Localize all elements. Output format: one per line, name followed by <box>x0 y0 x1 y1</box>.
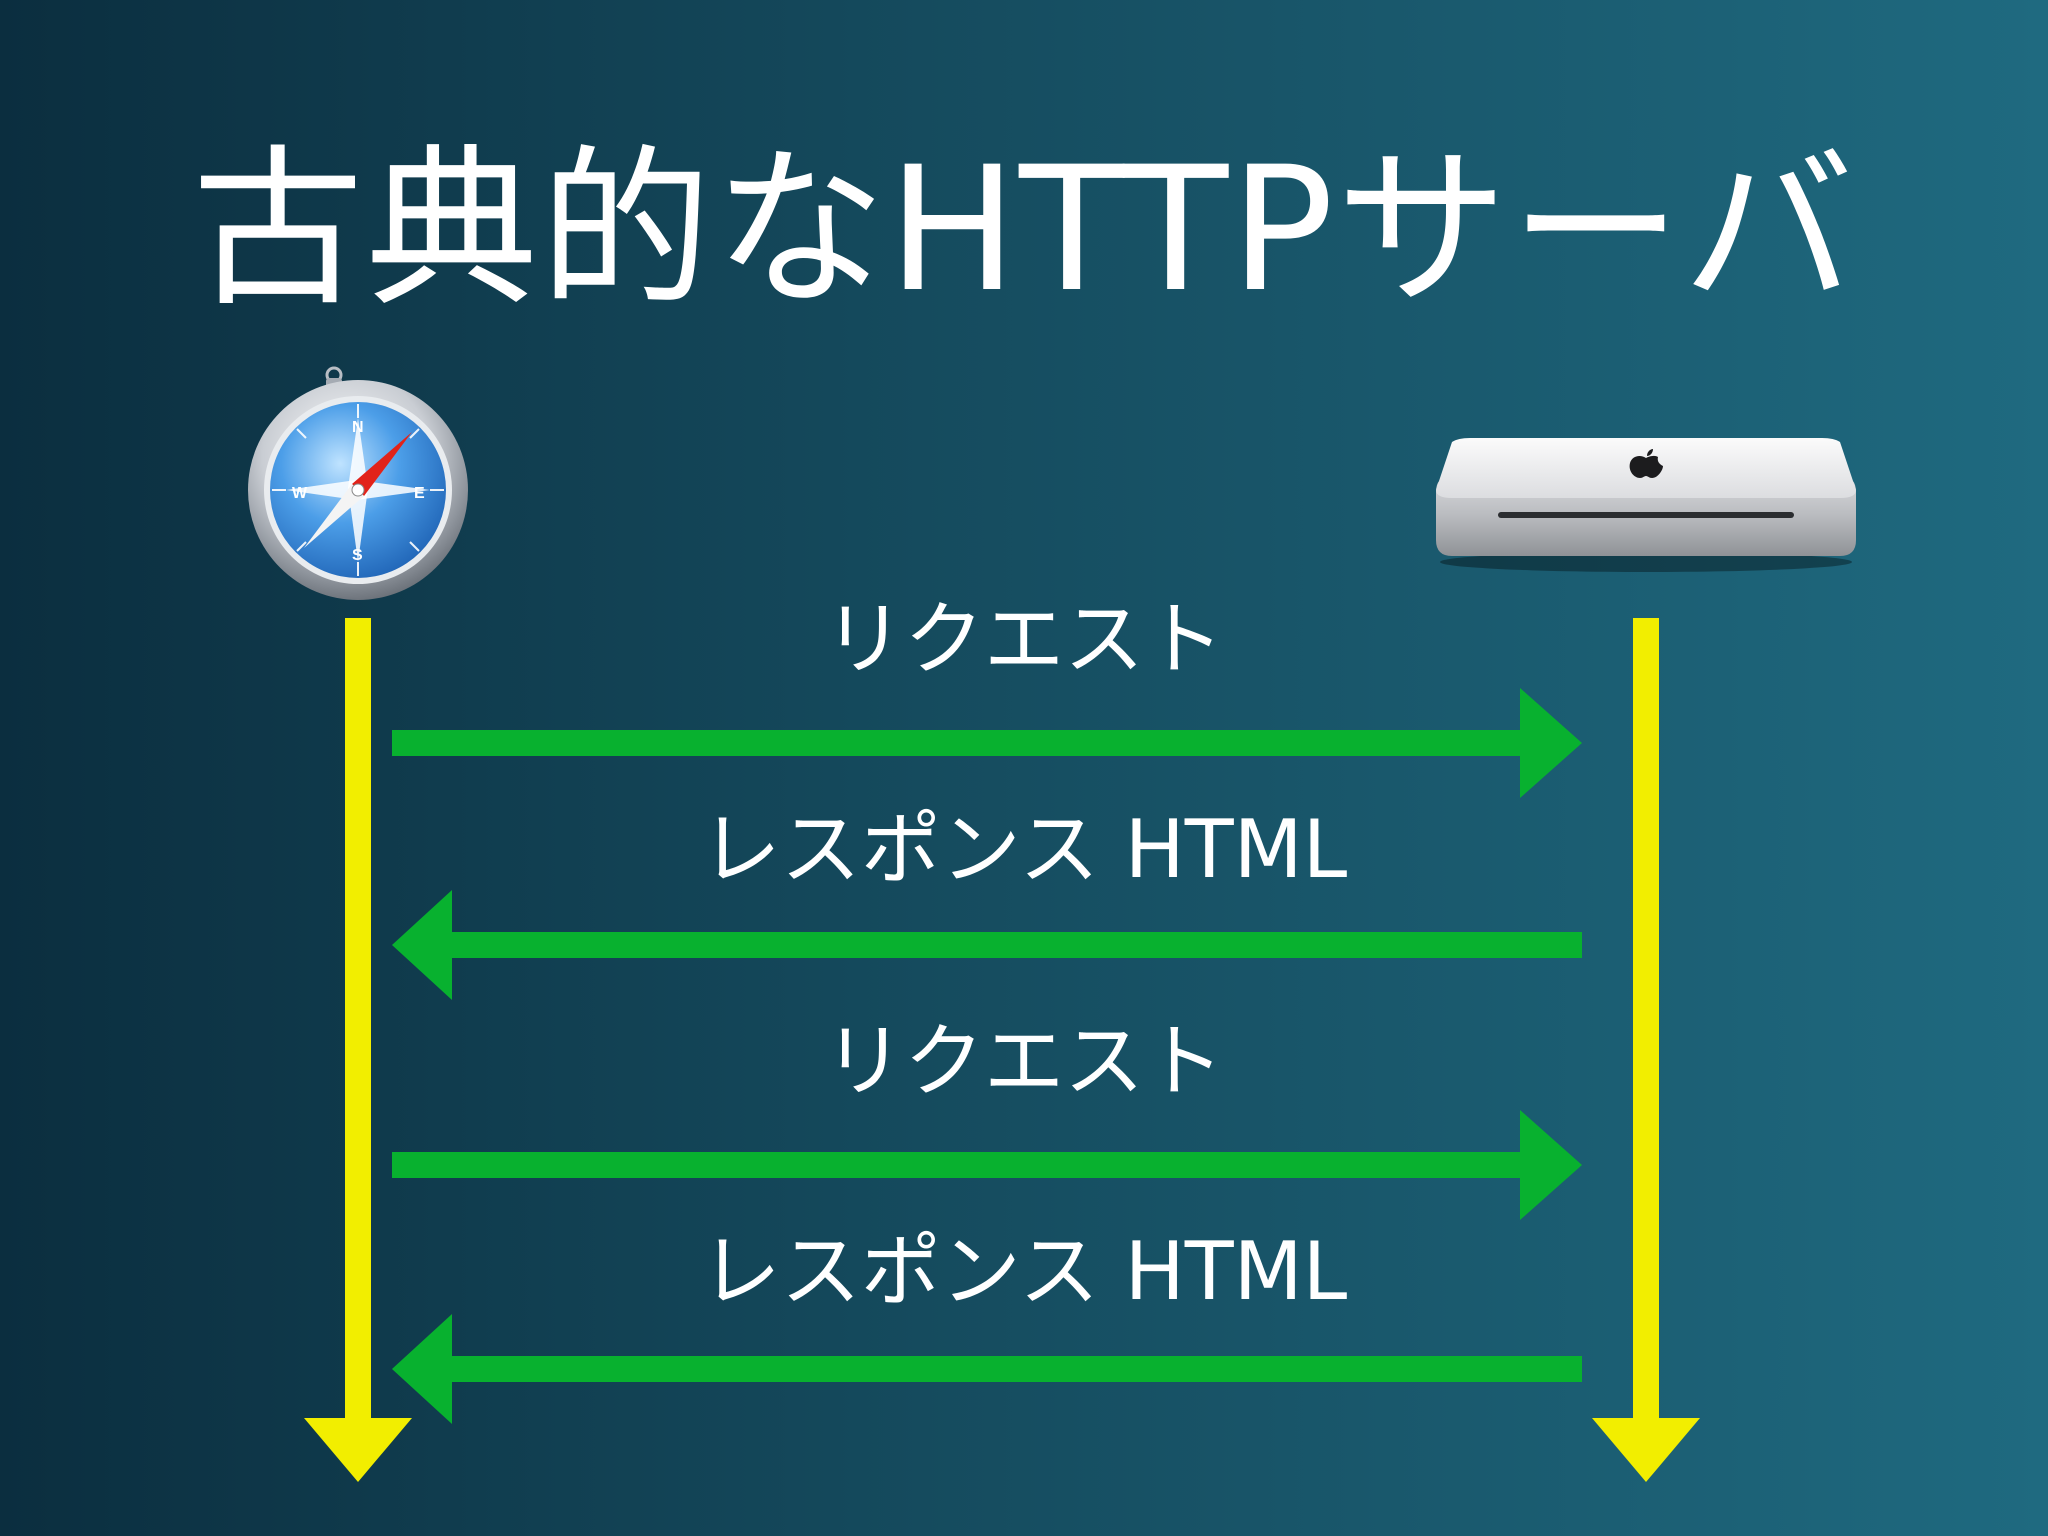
mac-mini-server-icon <box>1436 438 1856 572</box>
safari-compass-icon: N S W E <box>248 366 468 600</box>
message-label-request: リクエスト <box>824 1015 1224 1108</box>
message-label-response: レスポンス HTML <box>700 803 1348 896</box>
message-arrow-request <box>392 688 1582 798</box>
message-arrow-response <box>392 890 1582 1000</box>
server-lifeline <box>1592 618 1700 1482</box>
slide-title: 古典的なHTTPサーバ <box>191 129 1857 330</box>
svg-text:N: N <box>352 419 364 436</box>
svg-text:E: E <box>414 485 425 502</box>
svg-text:W: W <box>292 485 308 502</box>
message-arrow-request <box>392 1110 1582 1220</box>
client-lifeline <box>304 618 412 1482</box>
message-label-response: レスポンス HTML <box>700 1225 1348 1318</box>
message-label-request: リクエスト <box>824 593 1224 686</box>
svg-text:S: S <box>352 547 363 564</box>
message-arrow-response <box>392 1314 1582 1424</box>
